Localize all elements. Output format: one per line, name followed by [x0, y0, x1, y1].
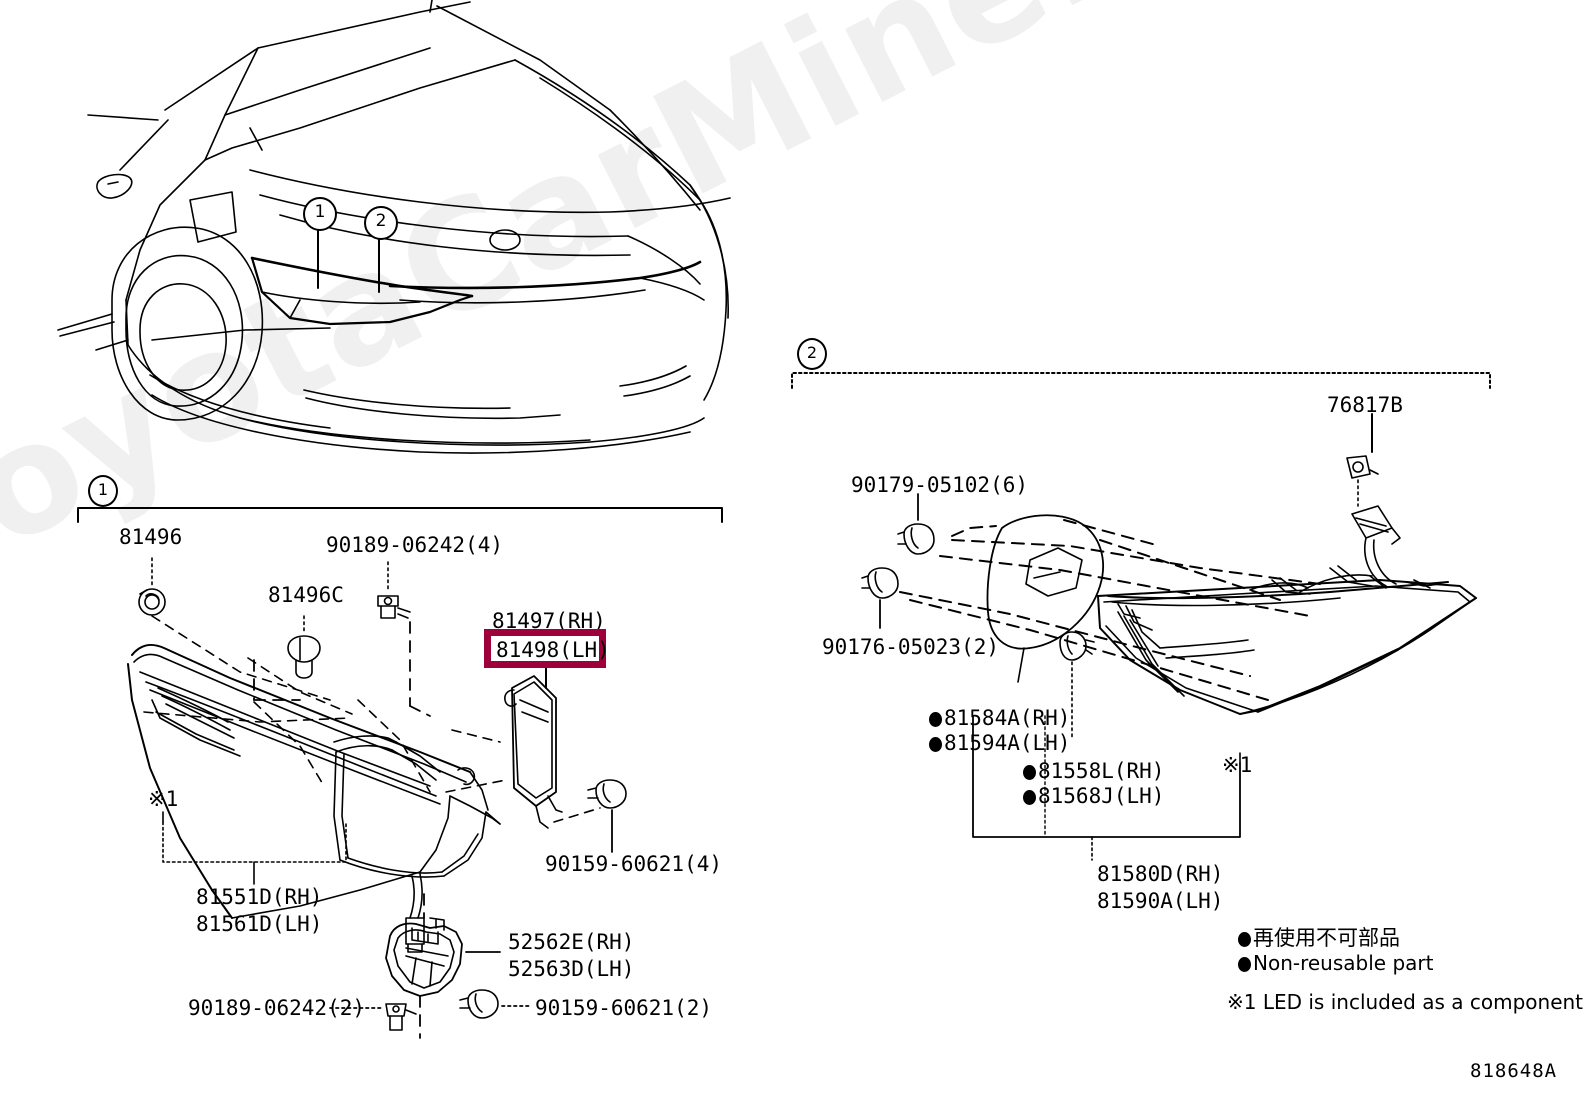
part-label-90159-60621-4[interactable]: 90159-60621(4): [545, 852, 723, 876]
part-81496C: [287, 635, 321, 679]
part-label-90179-05102-6[interactable]: 90179-05102(6): [851, 473, 1029, 497]
part-label-90159-60621-2[interactable]: 90159-60621(2): [535, 996, 713, 1020]
part-gasket-pad: [986, 514, 1104, 650]
figure-id: 818648A: [1470, 1060, 1558, 1082]
part-label-81496C[interactable]: 81496C: [268, 583, 344, 607]
part-label-81551D-rh[interactable]: 81551D(RH): [196, 885, 323, 909]
watermark: ToyotaCarMine.ru: [0, 0, 1290, 620]
note-ref-mark-1-left: ※1: [148, 787, 179, 811]
non-reusable-bullet-icon: [929, 712, 942, 727]
section-2-bracket: [791, 372, 1491, 389]
legend-non-reusable-jp: 再使用不可部品: [1238, 922, 1400, 952]
part-label-81561D-lh[interactable]: 81561D(LH): [196, 912, 323, 936]
part-label-76817B[interactable]: 76817B: [1327, 393, 1403, 417]
part-label-81590A-lh[interactable]: 81590A(LH): [1097, 889, 1224, 913]
part-label-81558L-rh-text: 81558L(RH): [1038, 759, 1165, 783]
section-1-callout: 1: [88, 475, 118, 507]
legend-non-reusable-jp-text: 再使用不可部品: [1253, 926, 1400, 950]
part-52562E-52563D-retainer: [385, 917, 463, 997]
section-1-bracket: [77, 507, 723, 523]
part-label-81498-lh-highlight[interactable]: 81498(LH): [484, 629, 610, 668]
non-reusable-bullet-icon: [1238, 932, 1251, 947]
non-reusable-bullet-icon: [1238, 957, 1251, 972]
non-reusable-bullet-icon: [1023, 790, 1036, 805]
legend-non-reusable-en-text: Non-reusable part: [1253, 951, 1434, 975]
legend-note-1: ※1 LED is included as a component: [1227, 990, 1584, 1014]
part-label-81584A-rh[interactable]: 81584A(RH): [929, 705, 1070, 732]
legend-non-reusable-en: Non-reusable part: [1238, 951, 1433, 975]
part-label-90189-06242-2[interactable]: 90189-06242(2): [188, 996, 366, 1020]
non-reusable-bullet-icon: [1023, 765, 1036, 780]
part-81580D-81590A-lamp: [1097, 505, 1477, 715]
vehicle-callout-1[interactable]: 1: [303, 197, 337, 231]
part-90159-60621-4: [587, 779, 627, 809]
part-90179-05102-6: [897, 523, 935, 555]
part-90189-06242-4: [377, 595, 411, 619]
part-81496: [138, 588, 166, 616]
part-label-81584A-rh-text: 81584A(RH): [944, 706, 1071, 730]
part-label-52563D-lh[interactable]: 52563D(LH): [508, 957, 635, 981]
part-label-81594A-lh[interactable]: 81594A(LH): [929, 730, 1070, 757]
part-90159-60621-2: [459, 989, 499, 1019]
part-label-81568J-lh[interactable]: 81568J(LH): [1023, 783, 1164, 810]
part-label-81594A-lh-text: 81594A(LH): [944, 731, 1071, 755]
part-label-90189-06242-4[interactable]: 90189-06242(4): [326, 533, 504, 557]
section-2-callout: 2: [797, 338, 827, 370]
part-label-81496[interactable]: 81496: [119, 525, 183, 549]
part-90176-05023-2: [861, 567, 899, 599]
part-label-81498-lh: 81498(LH): [496, 638, 610, 662]
part-label-52562E-rh[interactable]: 52562E(RH): [508, 930, 635, 954]
note-ref-mark-1-right: ※1: [1222, 753, 1253, 777]
part-81558L-81568J: [1059, 631, 1095, 661]
part-81497-81498-garnish: [504, 675, 563, 829]
part-76817B: [1346, 455, 1379, 479]
vehicle-callout-2[interactable]: 2: [364, 206, 398, 240]
part-label-81580D-rh[interactable]: 81580D(RH): [1097, 862, 1224, 886]
non-reusable-bullet-icon: [929, 737, 942, 752]
part-label-90176-05023-2[interactable]: 90176-05023(2): [822, 635, 1000, 659]
part-label-81558L-rh[interactable]: 81558L(RH): [1023, 758, 1164, 785]
note-bracket-81551D: [162, 811, 347, 885]
part-90189-06242-2: [385, 1003, 417, 1031]
part-label-81568J-lh-text: 81568J(LH): [1038, 784, 1165, 808]
